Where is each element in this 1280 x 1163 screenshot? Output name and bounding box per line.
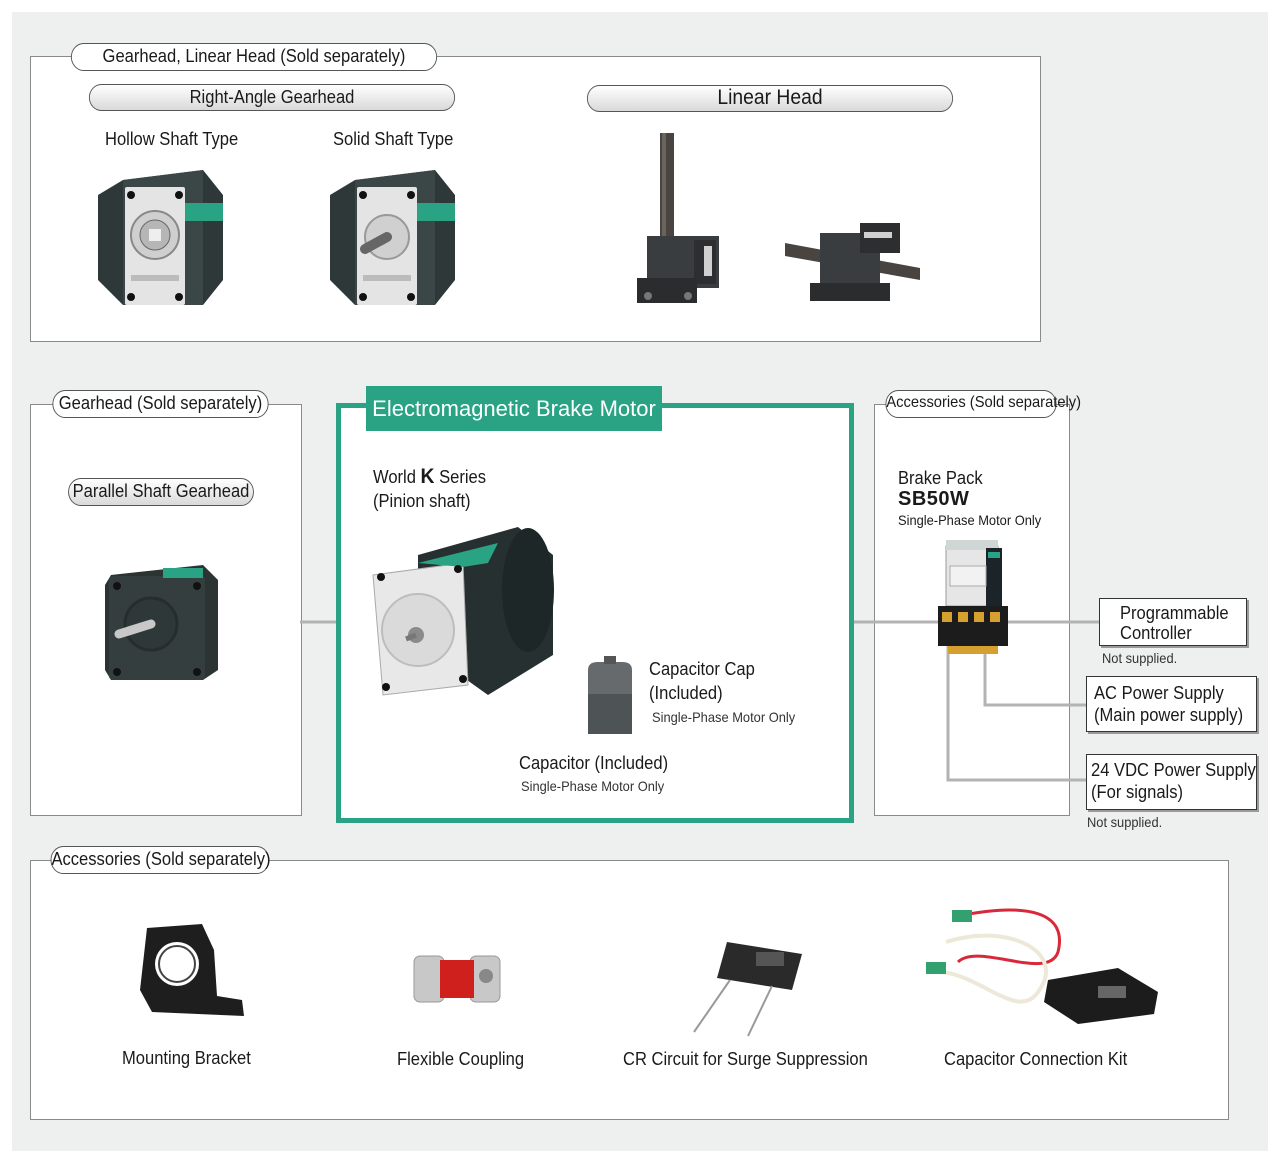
capacitor-title: Capacitor (Included) [519, 753, 669, 773]
brake-motor-title: Electromagnetic Brake Motor [366, 386, 662, 431]
bottom-accessories-title: Accessories (Sold separately) [50, 846, 271, 874]
plc-line1: Programmable [1120, 603, 1229, 623]
dc-supply-line1: 24 VDC Power Supply [1091, 760, 1256, 780]
right-angle-gearhead-title: Right-Angle Gearhead [88, 84, 456, 111]
capacitor-image [588, 656, 632, 734]
dc-supply-box [1086, 754, 1257, 810]
brake-pack-model: SB50W [898, 488, 970, 510]
capacitor-kit-label: Capacitor Connection Kit [944, 1049, 1128, 1069]
plc-box [1099, 598, 1247, 646]
linear-head-title: Linear Head [586, 85, 954, 112]
plc-line2: Controller [1120, 623, 1192, 643]
solid-shaft-gearhead-image [330, 170, 455, 305]
mounting-bracket-image [140, 924, 244, 1016]
capacitor-cap-included: (Included) [649, 683, 723, 703]
gearhead-title: Gearhead (Sold separately) [52, 390, 269, 418]
dc-supply-line2: (For signals) [1091, 782, 1184, 802]
flexible-coupling-image [413, 955, 501, 1003]
hollow-shaft-label: Hollow Shaft Type [105, 129, 239, 149]
parallel-shaft-gearhead-image [105, 565, 218, 680]
linear-head-vertical-image [637, 133, 719, 303]
ac-supply-line2: (Main power supply) [1094, 705, 1244, 725]
linear-head-horizontal-image [785, 223, 920, 301]
ac-supply-line1: AC Power Supply [1094, 683, 1224, 703]
hollow-shaft-gearhead-image [98, 170, 223, 305]
flexible-coupling-label: Flexible Coupling [397, 1049, 525, 1069]
side-accessories-title: Accessories (Sold separately) [885, 390, 1081, 418]
shaft-label: (Pinion shaft) [373, 491, 471, 511]
capacitor-cap-note: Single-Phase Motor Only [652, 709, 796, 725]
brake-pack-note: Single-Phase Motor Only [898, 512, 1042, 528]
series-k: K [420, 465, 435, 488]
capacitor-cap-title: Capacitor Cap [649, 659, 755, 679]
cr-circuit-label: CR Circuit for Surge Suppression [623, 1049, 868, 1069]
mounting-bracket-label: Mounting Bracket [122, 1048, 251, 1068]
solid-shaft-label: Solid Shaft Type [333, 129, 454, 149]
dc-note: Not supplied. [1087, 814, 1163, 830]
capacitor-connection-kit-image [926, 908, 1158, 1024]
bottom-accessories-panel [30, 860, 1229, 1120]
series-suffix: Series [434, 467, 487, 487]
series-prefix: World [373, 467, 421, 487]
capacitor-note: Single-Phase Motor Only [521, 778, 665, 794]
cr-circuit-image [693, 942, 802, 1037]
parallel-shaft-title: Parallel Shaft Gearhead [68, 478, 254, 506]
brake-motor-image [372, 527, 554, 696]
plc-note: Not supplied. [1102, 650, 1178, 666]
brake-pack-label: Brake Pack [898, 468, 983, 488]
brake-pack-image [938, 540, 1008, 654]
series-label: World K Series [373, 465, 486, 489]
gearhead-linear-title: Gearhead, Linear Head (Sold separately) [70, 43, 438, 71]
ac-supply-box [1086, 676, 1257, 732]
